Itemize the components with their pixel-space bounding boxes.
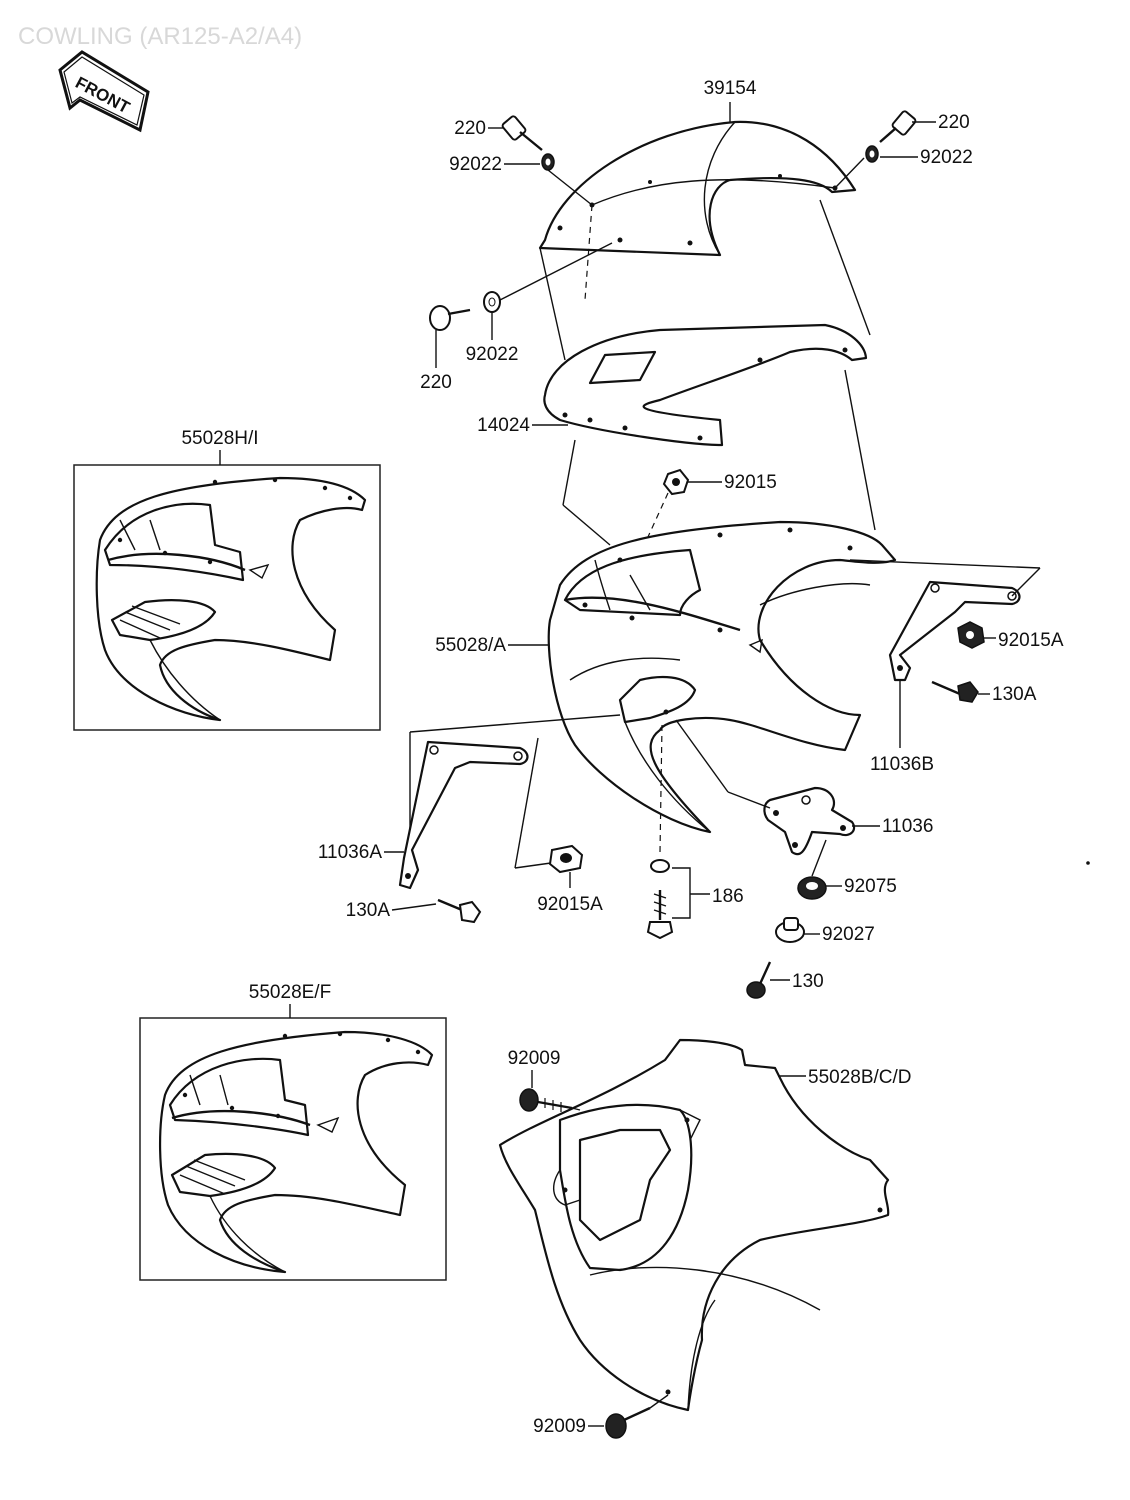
- nut-92015a-right-icon: [957, 621, 985, 649]
- variant-cowl-ef: [158, 1030, 434, 1274]
- label-220-left: 220: [454, 118, 486, 139]
- label-55028bcd: 55028B/C/D: [808, 1067, 912, 1088]
- label-11036: 11036: [882, 816, 933, 837]
- nut-92015-icon: [662, 468, 690, 496]
- variant-box-hi: [73, 464, 381, 731]
- label-55028hi: 55028H/I: [181, 428, 258, 449]
- collar-92027-icon: [775, 917, 805, 943]
- label-92015: 92015: [724, 472, 777, 493]
- label-92022-right: 92022: [920, 147, 973, 168]
- label-220-mid: 220: [420, 372, 452, 393]
- stray-dot: [1086, 861, 1090, 865]
- label-92027: 92027: [822, 924, 875, 945]
- variant-box-ef: [139, 1017, 447, 1281]
- label-11036a: 11036A: [318, 842, 382, 863]
- bolt-220-right-icon: [879, 110, 917, 143]
- bolt-130a-right-icon: [931, 680, 979, 703]
- label-92022-mid: 92022: [466, 344, 519, 365]
- main-cowl: [547, 520, 897, 834]
- label-92009-bottom: 92009: [533, 1416, 586, 1437]
- label-130: 130: [792, 971, 824, 992]
- bracket-11036: [763, 786, 856, 856]
- label-186: 186: [712, 886, 744, 907]
- label-92015a-left: 92015A: [537, 894, 603, 915]
- label-220-right: 220: [938, 112, 970, 133]
- label-130a-right: 130A: [992, 684, 1037, 705]
- bolt-220-mid-icon: [429, 305, 471, 331]
- diagram-title: COWLING (AR125-A2/A4): [18, 23, 302, 50]
- washer-186-icon: [650, 859, 670, 873]
- bolt-92009-bottom-icon: [605, 1406, 651, 1439]
- nut-92015a-left-icon: [548, 844, 584, 874]
- washer-92022-left-icon: [541, 153, 555, 171]
- variant-cowl-hi: [95, 476, 367, 722]
- bracket-11036b: [888, 580, 1021, 682]
- bolt-220-left-icon: [501, 115, 543, 151]
- label-55028ef: 55028E/F: [249, 982, 331, 1003]
- washer-92022-right-icon: [865, 145, 879, 163]
- windscreen: [538, 120, 857, 257]
- bolt-130-icon: [746, 961, 772, 999]
- label-130a-left: 130A: [346, 900, 391, 921]
- label-11036b: 11036B: [870, 754, 934, 775]
- label-14024: 14024: [477, 415, 530, 436]
- bolt-92009-top-icon: [519, 1088, 573, 1112]
- bolt-130a-left-icon: [437, 898, 482, 924]
- screw-186-icon: [646, 890, 674, 940]
- lower-cowl: [498, 1038, 890, 1412]
- label-92075: 92075: [844, 876, 897, 897]
- screen-trim: [543, 323, 868, 447]
- label-55028a: 55028/A: [435, 635, 506, 656]
- label-92009-top: 92009: [508, 1048, 561, 1069]
- bracket-11036a: [398, 740, 529, 890]
- label-92015a-right: 92015A: [998, 630, 1064, 651]
- front-arrow-icon: FRONT: [58, 50, 150, 133]
- nut-92075-icon: [797, 876, 827, 900]
- label-92022-left: 92022: [449, 154, 502, 175]
- washer-92022-mid-icon: [483, 291, 501, 313]
- label-39154: 39154: [704, 78, 757, 99]
